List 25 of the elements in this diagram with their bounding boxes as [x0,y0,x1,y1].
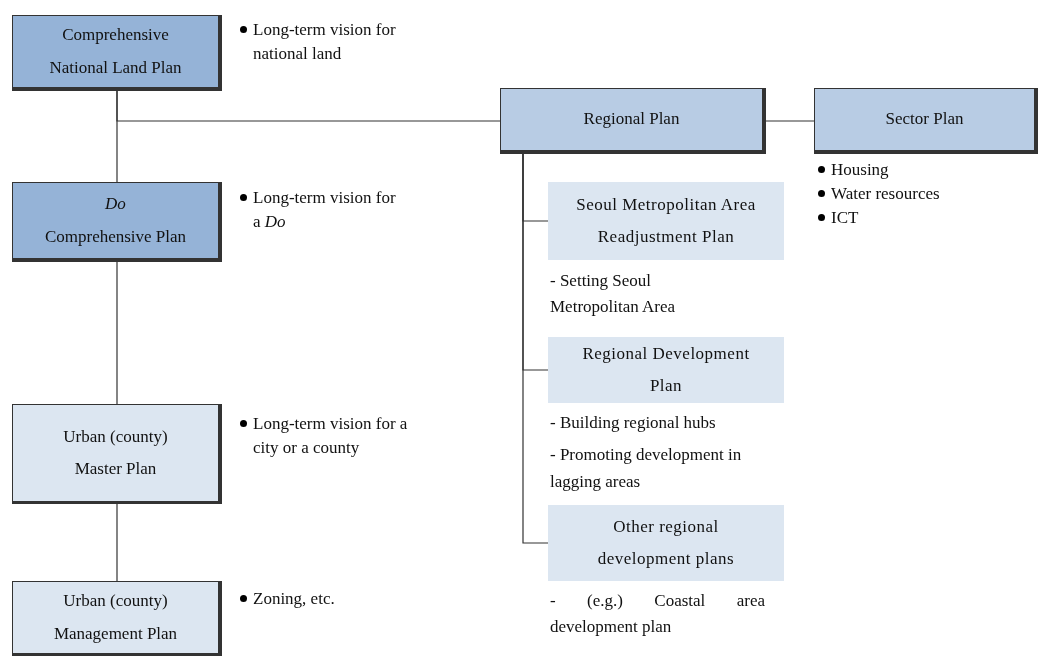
description-text: Long-term vision for a city or a county [253,413,409,459]
connector-line [522,153,549,544]
description-text: ICT [831,206,859,229]
plan-box: Regional Plan [500,88,766,154]
subplan-box: Regional Development Plan [548,337,784,403]
subplan-box: Other regional development plans [548,505,784,581]
description-text: Zoning, etc. [253,588,335,610]
connector-line [765,120,815,122]
plan-box: Comprehensive National Land Plan [12,15,222,91]
connector-line [116,503,118,582]
plan-box: Urban (county) Master Plan [12,404,222,504]
plan-box: Do Comprehensive Plan [12,182,222,262]
description-text: - Setting Seoul Metropolitan Area [550,270,677,319]
description-text: - Building regional hubs [550,412,717,434]
description-text: Long-term vision for national land [253,19,397,65]
description-text: Housing [831,159,889,181]
connector-line [116,90,501,122]
description-text: Long-term vision for a Do [253,187,397,233]
plan-box: Sector Plan [814,88,1038,154]
description-text: - (e.g.) Coastal area development plan [550,590,765,639]
description-text: Water resources [831,182,940,205]
subplan-box: Seoul Metropolitan Area Readjustment Plan [548,182,784,260]
description-text: - Promoting development in lagging areas [550,444,743,493]
plan-box: Urban (county) Management Plan [12,581,222,656]
connector-line [116,261,118,405]
